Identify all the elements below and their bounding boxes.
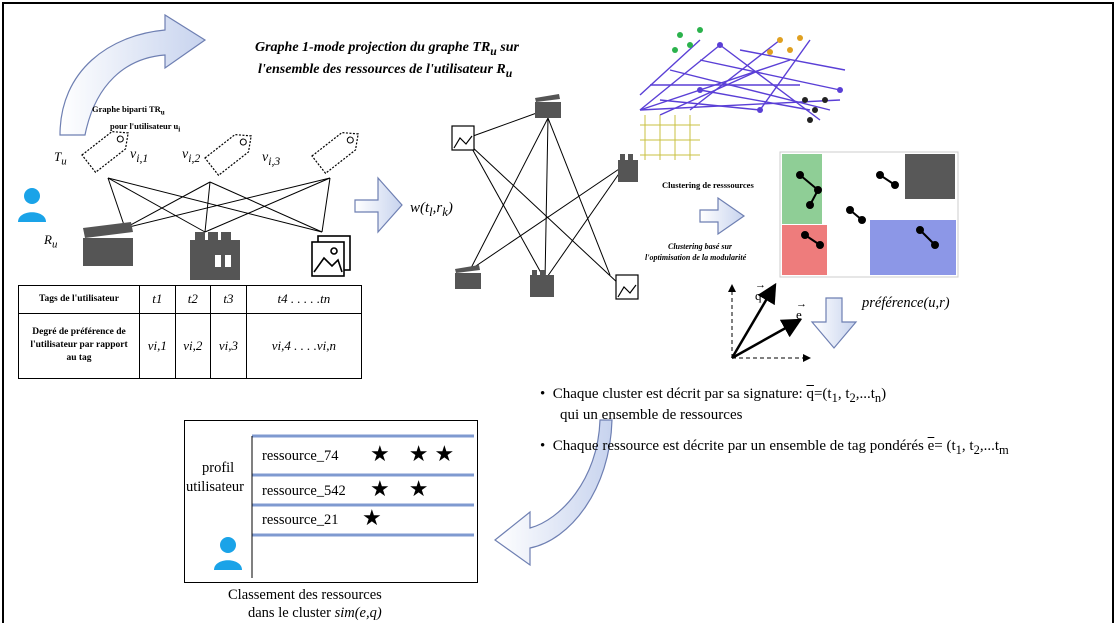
clustering-image [779,151,959,278]
resource-item-74: ressource_74 [262,448,339,464]
table-cell: t3 [210,285,247,314]
clustering-caption-line2: l'optimisation de la modularité [645,253,747,262]
vector-axes [728,284,811,362]
v-label-3: vi,3 [262,150,281,168]
profile-label-line2: utilisateur [186,479,244,495]
table-cell: vi,1 [139,312,176,380]
blue-arrow-1 [354,176,403,234]
vector-e-label: →e [796,298,807,323]
profile-separators [252,434,474,537]
ranking-caption-line2: dans le cluster sim(e,q) [248,605,382,621]
table-cell: vi,2 [174,312,212,380]
projection-title-line1: Graphe 1-mode projection du graphe TRu s… [255,40,519,58]
resource-item-21: ressource_21 [262,512,339,528]
v-label-1: vi,1 [130,147,149,165]
profile-box [184,420,478,583]
network-grid [640,115,700,160]
bullet-cluster-line2: qui un ensemble de ressources [560,407,743,423]
clustering-caption-line1: Clustering basé sur [668,242,733,251]
network-nodes [672,27,843,123]
profile-label-line1: profil [202,460,235,476]
clustering-label: Clustering de resssources [662,180,754,190]
v-label-2: vi,2 [182,147,201,165]
person-icon-profile [214,537,242,570]
projection-title-line2: l'ensemble des ressources de l'utilisate… [258,62,513,80]
film-icon [190,232,240,280]
preference-label: préférence(u,r) [862,295,950,311]
bullet-resource-description: • Chaque ressource est décrite par un en… [540,438,1009,457]
table-row: Degré de préférence de l'utilisateur par… [18,312,363,380]
tag-icon-3 [311,131,359,175]
projection-edges [461,109,626,286]
bullet-cluster-signature: • Chaque cluster est décrit par sa signa… [540,386,887,405]
proj-film-icon-2 [618,154,638,182]
table-cell: t2 [174,285,212,314]
proj-film-icon-1 [530,270,554,297]
curved-arrow-top [59,13,207,136]
ru-label: Ru [44,232,58,251]
table-cell: vi,3 [210,312,247,380]
person-icon-top [18,188,46,222]
blue-arrow-down [810,297,858,349]
rating-stars-74: ★ ★★ [370,442,461,467]
tags-table: Tags de l'utilisateur t1 t2 t3 t4 . . . … [18,285,363,380]
blue-arrow-2 [699,196,746,236]
table-cell: t1 [139,285,176,314]
bipartite-caption-line2: pour l'utilisateur ui [110,121,181,134]
table-cell: t4 . . . . .tn [245,285,363,314]
vector-q-label: →q [755,279,766,304]
proj-image-icon-1 [451,125,475,151]
clapperboard-icon [83,222,133,266]
proj-clapper-icon-2 [455,265,481,289]
table-cell: vi,4 . . . .vi,n [245,312,363,380]
resource-item-542: ressource_542 [262,483,346,499]
bipartite-edges [107,177,331,233]
vector-diagram [730,282,803,360]
tag-icon-1 [81,130,129,174]
ranking-caption-line1: Classement des ressources [228,587,382,603]
table-header-degree: Degré de préférence de l'utilisateur par… [18,312,140,380]
curved-arrow-bottom [494,419,613,567]
tag-icon-2 [204,133,252,177]
proj-image-icon-2 [615,274,639,300]
table-header-tags: Tags de l'utilisateur [18,285,140,314]
proj-clapper-icon-1 [535,94,561,118]
bipartite-caption-line1: Graphe biparti TRu [92,104,165,117]
table-row: Tags de l'utilisateur t1 t2 t3 t4 . . . … [18,285,363,314]
rating-stars-21: ★ [362,506,388,531]
weight-label: w(tl,rk) [410,200,453,219]
tu-label: Tu [54,149,67,168]
rating-stars-542: ★ ★ [370,477,435,502]
image-icon [311,235,351,277]
